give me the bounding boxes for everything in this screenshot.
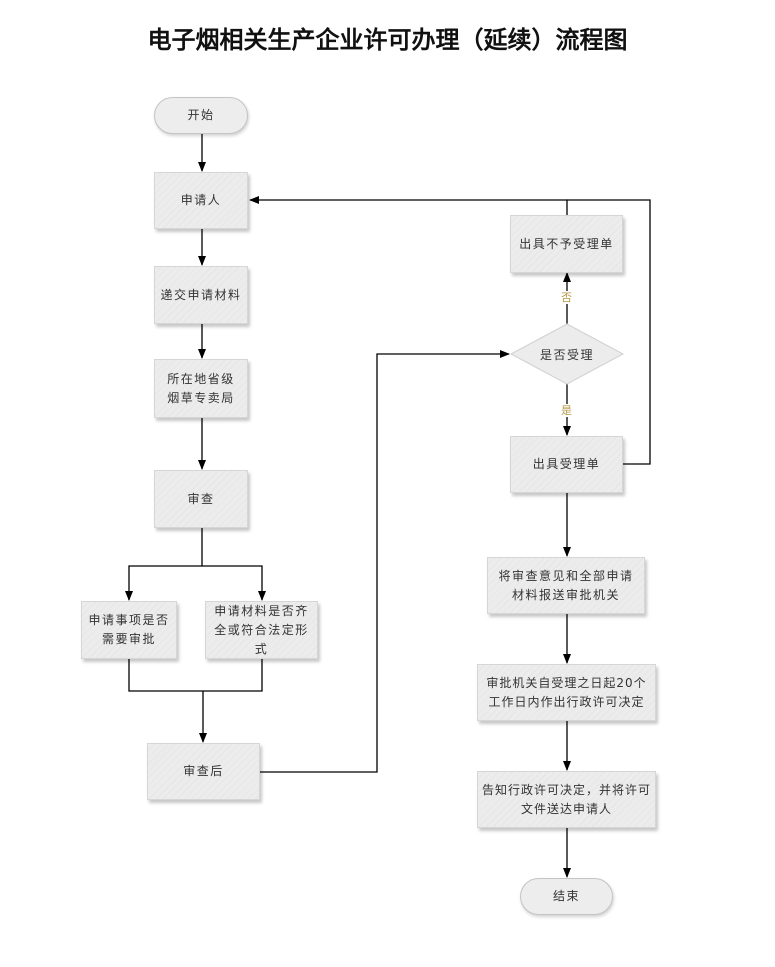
accepted-notice-node: 出具受理单 xyxy=(510,436,623,493)
review-node: 审查 xyxy=(154,470,248,528)
decision-20-days-node: 审批机关自受理之日起20个工作日内作出行政许可决定 xyxy=(477,664,656,721)
after-review-label: 审查后 xyxy=(183,764,224,778)
notify-decision-label: 告知行政许可决定，并将许可文件送达申请人 xyxy=(482,782,652,816)
provincial-bureau-label: 所在地省级烟草专卖局 xyxy=(167,371,235,405)
edge-not-accepted-applicant xyxy=(249,196,568,215)
review-label: 审查 xyxy=(187,491,215,506)
edge-label-no: 否 xyxy=(561,291,572,304)
needs-approval-node: 申请事项是否需要审批 xyxy=(81,601,177,659)
send-to-approval-node: 将审查意见和全部申请材料报送审批机关 xyxy=(487,557,645,614)
edge-label-yes: 是 xyxy=(561,404,572,417)
after-review-node: 审查后 xyxy=(147,743,260,800)
start-label: 开始 xyxy=(187,108,215,122)
notify-decision-node: 告知行政许可决定，并将许可文件送达申请人 xyxy=(477,771,656,828)
applicant-label: 申请人 xyxy=(180,193,222,207)
end-node: 结束 xyxy=(520,878,613,915)
edge-after-review-decision xyxy=(260,350,510,773)
edge-merge xyxy=(128,659,263,692)
edge-accepted-loop xyxy=(567,199,651,465)
page-title: 电子烟相关生产企业许可办理（延续）流程图 xyxy=(147,25,628,54)
submit-materials-label: 递交申请材料 xyxy=(160,287,242,302)
not-accepted-notice-node: 出具不予受理单 xyxy=(510,215,623,273)
send-to-approval-label: 将审查意见和全部申请材料报送审批机关 xyxy=(498,568,634,602)
submit-materials-node: 递交申请材料 xyxy=(154,266,248,324)
materials-complete-label: 申请材料是否齐全或符合法定形式 xyxy=(214,603,309,656)
decision-20-days-label: 审批机关自受理之日起20个工作日内作出行政许可决定 xyxy=(486,675,647,709)
provincial-bureau-node: 所在地省级烟草专卖局 xyxy=(154,359,248,418)
edge-review-split-right xyxy=(202,565,266,601)
decision-diamond-shape xyxy=(509,323,625,385)
materials-complete-node: 申请材料是否齐全或符合法定形式 xyxy=(205,601,318,659)
accept-decision-label: 是否受理 xyxy=(539,348,594,362)
start-node: 开始 xyxy=(154,97,248,134)
edge-review-split xyxy=(125,528,203,601)
accepted-notice-label: 出具受理单 xyxy=(532,457,601,471)
end-label: 结束 xyxy=(552,889,580,903)
needs-approval-label: 申请事项是否需要审批 xyxy=(88,613,170,646)
applicant-node: 申请人 xyxy=(154,172,248,229)
not-accepted-notice-label: 出具不予受理单 xyxy=(519,236,614,251)
